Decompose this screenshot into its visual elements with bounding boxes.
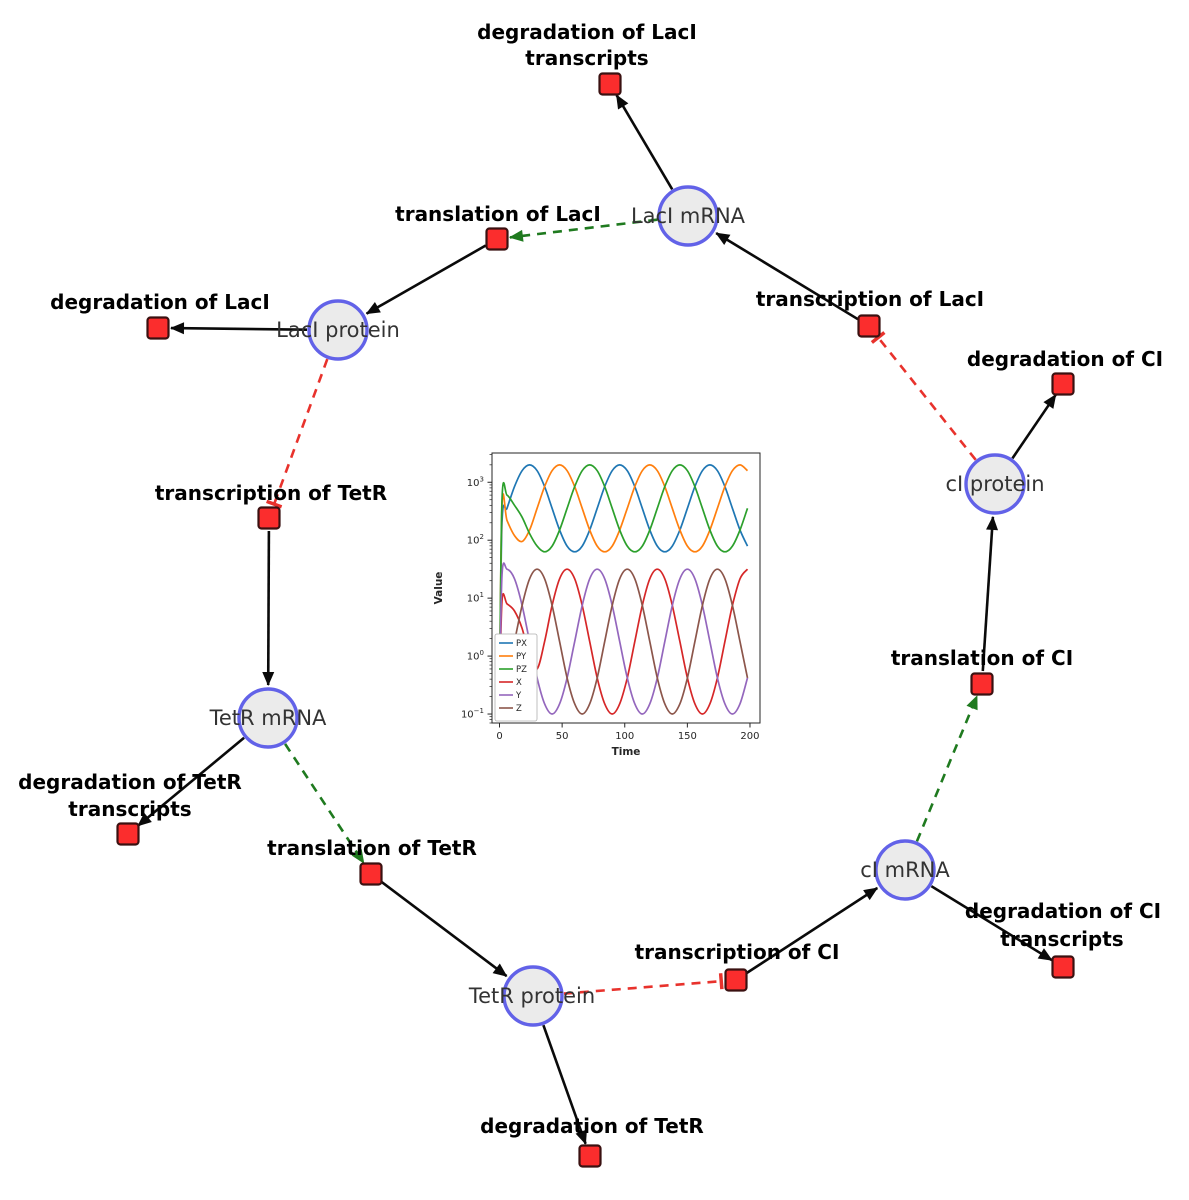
node-translation-tetr[interactable] xyxy=(359,862,383,886)
edge-laci-protein-to-degradation-laci xyxy=(170,322,308,335)
svg-text:10−1: 10−1 xyxy=(461,707,484,721)
label-transcription-tetr: transcription of TetR xyxy=(155,481,387,505)
svg-text:0: 0 xyxy=(496,731,502,742)
node-degradation-ci-transcripts[interactable] xyxy=(1051,955,1075,979)
edge-ci-protein-to-degradation-ci xyxy=(1011,393,1057,460)
svg-text:50: 50 xyxy=(556,731,569,742)
label-ci-protein: cI protein xyxy=(945,472,1044,496)
edge-translation-tetr-to-tetr-protein xyxy=(380,880,508,978)
edge-translation-laci-to-laci-protein xyxy=(365,244,487,315)
node-tetr-mrna[interactable] xyxy=(237,687,299,749)
node-laci-protein[interactable] xyxy=(307,299,369,361)
label-laci-mrna: LacI mRNA xyxy=(631,204,746,228)
edge-transcription-ci-to-ci-mrna xyxy=(746,886,879,974)
label-tetr-mrna: TetR mRNA xyxy=(209,706,327,730)
svg-text:150: 150 xyxy=(678,731,697,742)
node-ci-protein[interactable] xyxy=(964,453,1026,515)
edge-tetr-mrna-to-degradation-transcripts xyxy=(137,736,245,827)
edges xyxy=(137,94,1057,1145)
node-degradation-tetr[interactable] xyxy=(578,1144,602,1168)
species-labels: LacI mRNA LacI protein cI protein TetR m… xyxy=(209,204,1045,1008)
svg-text:100: 100 xyxy=(467,649,484,663)
svg-text:PY: PY xyxy=(516,652,527,662)
svg-text:X: X xyxy=(516,678,522,688)
node-degradation-ci[interactable] xyxy=(1051,372,1075,396)
edge-translation-ci-to-ci-protein xyxy=(981,515,999,672)
label-degradation-tetr: degradation of TetR xyxy=(480,1114,704,1138)
svg-text:103: 103 xyxy=(467,475,484,489)
edge-tetr-mrna-modifies-translation-tetr xyxy=(284,743,365,864)
label-translation-tetr: translation of TetR xyxy=(267,836,477,860)
label-degradation-ci-transcripts-2: transcripts xyxy=(1000,927,1123,951)
label-transcription-ci: transcription of CI xyxy=(635,940,840,964)
label-translation-ci: translation of CI xyxy=(891,646,1073,670)
edge-tetr-protein-to-degradation-tetr xyxy=(542,1024,587,1145)
node-translation-laci[interactable] xyxy=(485,227,509,251)
edge-ci-mrna-modifies-translation-ci xyxy=(915,695,979,842)
edge-laci-protein-inhibits-transcription-tetr xyxy=(266,358,329,509)
label-degradation-laci-transcripts-2: transcripts xyxy=(525,46,648,70)
edge-ci-protein-inhibits-transcription-laci xyxy=(870,331,977,461)
label-degradation-tetr-transcripts-2: transcripts xyxy=(68,797,191,821)
species-nodes xyxy=(237,185,1026,1027)
node-transcription-tetr[interactable] xyxy=(257,506,281,530)
label-degradation-laci: degradation of LacI xyxy=(50,290,270,314)
label-degradation-tetr-transcripts-1: degradation of TetR xyxy=(18,770,242,794)
reaction-nodes xyxy=(116,72,1075,1168)
svg-text:Time: Time xyxy=(612,746,641,758)
edge-laci-mrna-modifies-translation-laci xyxy=(508,218,658,242)
node-degradation-laci[interactable] xyxy=(146,316,170,340)
reaction-labels: degradation of LacI transcripts translat… xyxy=(18,20,1163,1138)
svg-text:100: 100 xyxy=(615,731,634,742)
node-degradation-laci-transcripts[interactable] xyxy=(598,72,622,96)
label-degradation-laci-transcripts-1: degradation of LacI xyxy=(477,20,697,44)
edge-tetr-protein-inhibits-transcription-ci xyxy=(563,973,724,995)
label-transcription-laci: transcription of LacI xyxy=(756,287,984,311)
svg-text:PX: PX xyxy=(516,639,527,649)
node-transcription-laci[interactable] xyxy=(857,314,881,338)
svg-text:Value: Value xyxy=(433,572,445,605)
label-degradation-ci: degradation of CI xyxy=(967,347,1163,371)
node-ci-mrna[interactable] xyxy=(874,839,936,901)
node-tetr-protein[interactable] xyxy=(502,965,564,1027)
label-tetr-protein: TetR protein xyxy=(468,984,595,1008)
edge-laci-mrna-to-degradation-transcripts xyxy=(615,94,674,190)
label-laci-protein: LacI protein xyxy=(276,318,400,342)
edge-ci-mrna-to-degradation-transcripts xyxy=(930,885,1053,962)
svg-text:Y: Y xyxy=(515,691,522,701)
edge-transcription-tetr-to-tetr-mrna xyxy=(262,530,275,686)
svg-text:200: 200 xyxy=(740,731,759,742)
label-ci-mrna: cI mRNA xyxy=(860,858,950,882)
node-translation-ci[interactable] xyxy=(970,672,994,696)
node-transcription-ci[interactable] xyxy=(724,968,748,992)
node-laci-mrna[interactable] xyxy=(657,185,719,247)
svg-text:Z: Z xyxy=(516,704,522,714)
node-degradation-tetr-transcripts[interactable] xyxy=(116,822,140,846)
edge-transcription-laci-to-laci-mrna xyxy=(715,231,859,321)
label-degradation-ci-transcripts-1: degradation of CI xyxy=(965,899,1161,923)
svg-text:102: 102 xyxy=(467,533,484,547)
svg-text:101: 101 xyxy=(467,591,484,605)
label-translation-laci: translation of LacI xyxy=(395,202,601,226)
svg-text:PZ: PZ xyxy=(516,665,527,675)
